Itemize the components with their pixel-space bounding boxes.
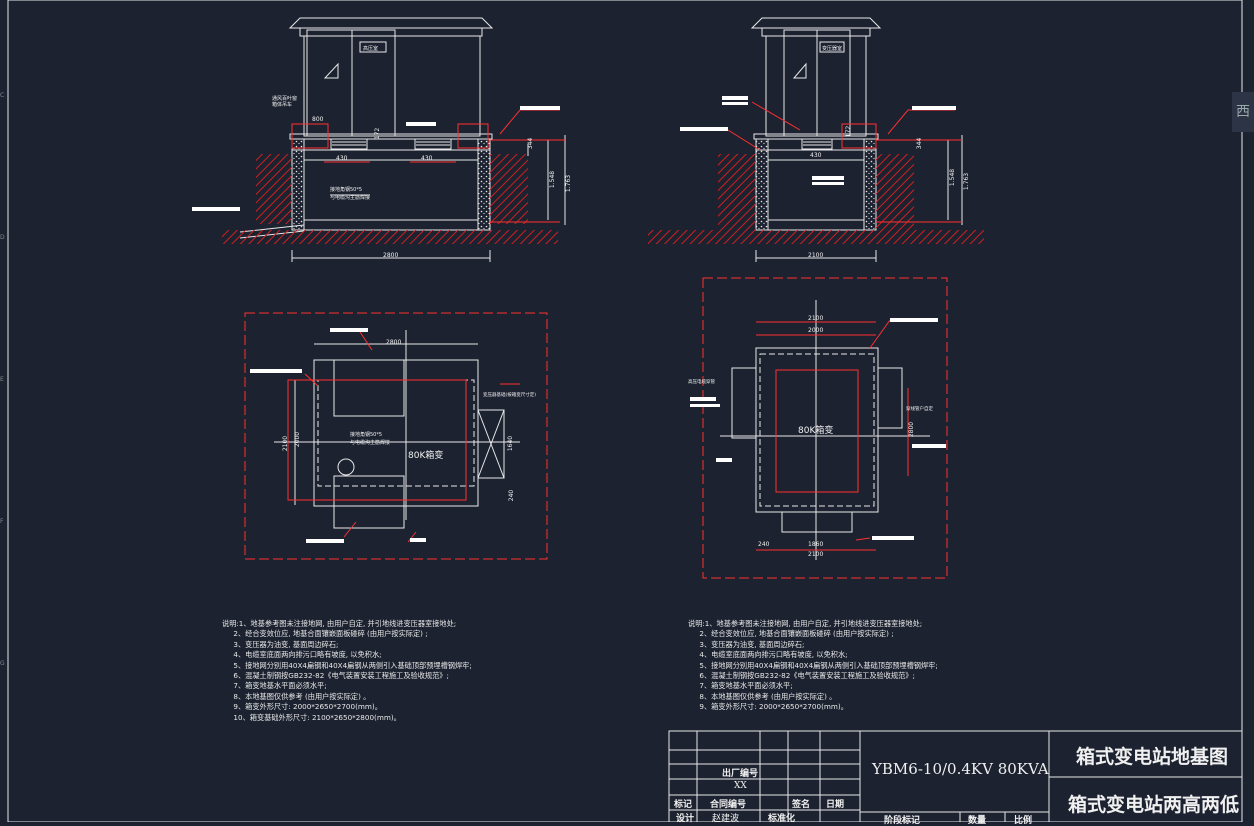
left-dim-1763: 1.763 [565,174,573,193]
left-plan-note-right: 变压器基础(按箱变尺寸定) [483,393,537,398]
sign-label: 签名 [792,800,811,810]
left-plan-dim-left-2: 2000 [294,431,302,448]
right-elevation-view [648,17,984,262]
date-label: 日期 [826,800,845,810]
left-plan-dim-left-1: 2100 [282,435,290,452]
model-title: YBM6-10/0.4KV 80KVA [872,760,1049,778]
standard-label: 标准化 [768,814,796,824]
left-dim-430-b: 430 [421,155,433,162]
designer-name: 赵建波 [712,814,740,824]
right-plan-dim-bottom-1: 240 [758,541,770,548]
factory-no-label: 出厂编号 [722,769,759,779]
drawing-title-2: 箱式变电站两高两低 [1068,794,1240,816]
note-line: 4、电缆室底面两向排污口略有坡度, 以免积水; [688,650,848,660]
note-line: 2、经合变效位应, 地基合面镶嵌面板碰碎 (由用户按实际定) ; [688,629,894,639]
right-plan-note-right: 穿线管户自定 [906,407,933,412]
left-callout-vent: 通风百叶窗 箱体吊车 [272,96,298,108]
note-line: 6、混凝土制钢按GB232-82《电气装置安装工程施工及验收规范》; [222,671,449,681]
ruler-d: D [0,234,5,241]
note-line: 3、变压器为油变, 基面周边碎石; [688,639,805,649]
right-plan-note-left: 高压电缆穿管 [688,380,715,385]
note-line: 2、经合变效位应, 地基合面镶嵌面板碰碎 (由用户按实际定) ; [222,629,428,639]
right-plan-dim-right: 2800 [908,421,916,438]
left-plan-view [244,312,548,560]
ruler-g: G [0,660,5,667]
side-tab[interactable]: 西 [1232,92,1254,132]
left-plan-note-inner: 接地角钢50*5 与电缆沟主筋焊接 [350,432,391,446]
right-plan-center-label: 80K箱变 [798,426,834,436]
note-line: 7、箱变地基水平面必须水平; [222,681,327,691]
right-dim-1763: 1.763 [963,172,971,191]
right-plan-view [702,277,948,579]
qty-label: 数量 [968,816,987,826]
right-plan-dim-top-2: 2000 [808,327,824,334]
right-dim-2100: 2100 [808,252,824,259]
left-plan-dim-top: 2800 [386,339,402,346]
note-line: 8、本地基图仅供参考 (由用户按实际定) 。 [222,691,371,701]
right-dim-1548: 1.548 [949,168,957,187]
note-line: 说明:1、地基参考图未注接地网, 由用户自定, 并引地线进变压器室接地处; [688,619,923,628]
note-line: 7、箱变地基水平面必须水平; [688,681,793,691]
right-plan-dim-bottom-2: 1860 [808,541,824,548]
right-dim-430: 430 [810,152,822,159]
left-plan-center-label: 80K箱变 [408,451,444,461]
left-dim-1548: 1.548 [549,170,557,189]
ratio-label: 比例 [1014,816,1033,826]
factory-no-value: XX [734,781,747,791]
left-plan-dim-right-1: 1640 [507,435,515,452]
note-line: 说明:1、地基参考图未注接地网, 由用户自定, 并引地线进变压器室接地处; [222,619,457,628]
note-line: 9、箱变外形尺寸: 2000*2650*2700(mm)。 [222,702,382,712]
right-plan-dim-top-1: 2100 [808,315,824,322]
left-door-label: 高压室 [363,46,379,52]
left-dim-430-a: 430 [336,155,348,162]
left-dim-800: 800 [312,116,324,123]
ruler-f: F [0,518,4,525]
contract-label: 合同编号 [710,800,747,810]
design-label: 设计 [676,814,695,824]
note-line: 5、接地网分别用40X4扁钢和40X4扁钢从两侧引入基础顶部预埋槽钢焊牢; [688,660,938,670]
notes-right: 说明:1、地基参考图未注接地网, 由用户自定, 并引地线进变压器室接地处; 2、… [688,619,938,713]
note-line: 4、电缆室底面两向排污口略有坡度, 以免积水; [222,650,382,660]
stage-label: 阶段标记 [884,816,921,826]
notes-left: 说明:1、地基参考图未注接地网, 由用户自定, 并引地线进变压器室接地处; 2、… [222,619,472,723]
left-plan-dim-right-2: 240 [508,489,516,502]
left-elevation-view [222,17,566,262]
note-line: 3、变压器为油变, 基面周边碎石; [222,639,339,649]
right-dim-172: 172 [845,125,853,138]
left-dim-2800: 2800 [383,252,399,259]
ruler-e: E [0,376,4,383]
left-dim-344: 344 [527,137,535,150]
note-line: 9、箱变外形尺寸: 2000*2650*2700(mm)。 [688,702,848,712]
note-line: 6、混凝土制钢按GB232-82《电气装置安装工程施工及验收规范》; [688,671,915,681]
right-dim-344: 344 [916,137,924,150]
note-line: 5、接地网分别用40X4扁钢和40X4扁钢从两侧引入基础顶部预埋槽钢焊牢; [222,660,472,670]
mark-label: 标记 [674,800,693,810]
drawing-frame [7,0,1243,822]
note-line: 10、箱变基础外形尺寸: 2100*2650*2800(mm)。 [222,712,401,722]
drawing-title-1: 箱式变电站地基图 [1076,746,1229,768]
left-dim-172: 172 [374,127,382,140]
left-callout-ground: 接地角钢50*5 与电缆沟主筋焊接 [330,187,371,201]
ruler-c: C [0,92,5,99]
title-block-grid [668,730,1243,822]
right-plan-dim-bottom-3: 2100 [808,551,824,558]
right-door-label: 变压器室 [822,46,843,52]
note-line: 8、本地基图仅供参考 (由用户按实际定) 。 [688,691,837,701]
